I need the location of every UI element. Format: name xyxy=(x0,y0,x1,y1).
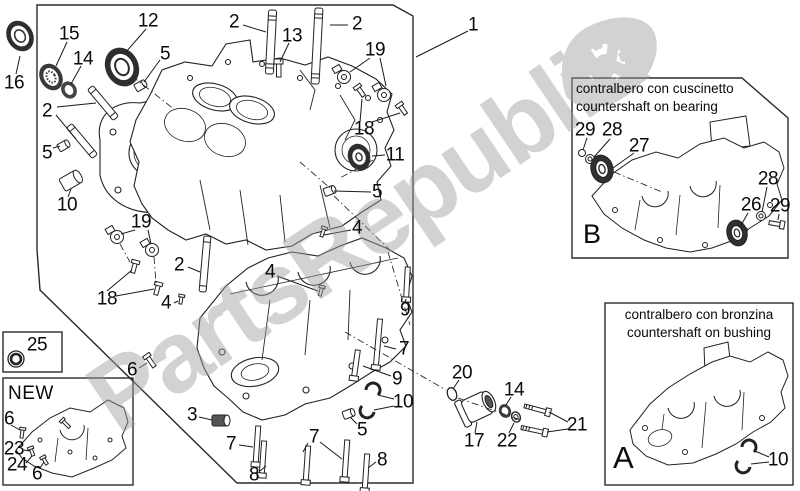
inset-a-border xyxy=(604,302,794,486)
inset-new-part-icons xyxy=(19,416,72,466)
callout-14: 14 xyxy=(503,379,525,401)
axis-dash-lines xyxy=(119,75,663,421)
callout-10: 10 xyxy=(392,391,414,413)
plug-5-icons xyxy=(56,79,356,420)
bushing-14-icon xyxy=(61,81,77,99)
bearing-shell-10-icons xyxy=(358,381,382,420)
callout-4: 4 xyxy=(160,292,172,314)
inset-a-shell-icons xyxy=(734,438,758,475)
watermark-gear-icon xyxy=(585,44,625,84)
callout-5: 5 xyxy=(41,142,53,164)
oring-25-icon xyxy=(7,350,25,368)
inset-a-caption-italian: contralbero con bronzina xyxy=(624,307,774,322)
leader-lines xyxy=(10,24,780,472)
bolt-13-icon xyxy=(273,58,284,78)
inset-b-caption-english: countershaft on bearing xyxy=(576,99,718,114)
callout-2: 2 xyxy=(228,11,240,33)
inset-b-part-icons xyxy=(578,149,786,247)
callout-5: 5 xyxy=(371,181,383,203)
callout-21: 21 xyxy=(566,414,588,436)
callout-2: 2 xyxy=(173,254,185,276)
callout-23: 23 xyxy=(3,438,25,460)
inset-b-letter: B xyxy=(583,219,602,249)
callout-2: 2 xyxy=(41,100,53,122)
needle-bearing-15-icon xyxy=(39,63,63,91)
callout-17: 17 xyxy=(463,430,485,452)
inset-new-border xyxy=(2,377,134,486)
callout-24: 24 xyxy=(6,454,28,476)
callout-18: 18 xyxy=(96,288,118,310)
callout-20: 20 xyxy=(451,362,473,384)
inset-b-caption-italian: contralbero con cuscinetto xyxy=(576,81,734,96)
callout-7: 7 xyxy=(398,338,410,360)
washer-22-icon xyxy=(510,411,522,423)
callout-4: 4 xyxy=(264,261,276,283)
inset-new-label: NEW xyxy=(8,383,54,404)
callout-5: 5 xyxy=(356,419,368,441)
callout-7: 7 xyxy=(225,433,237,455)
callout-6: 6 xyxy=(31,463,43,485)
inset-a-crankcase-drawing xyxy=(629,341,789,466)
callout-9: 9 xyxy=(399,299,411,321)
callout-3: 3 xyxy=(186,404,198,426)
callout-6: 6 xyxy=(126,359,138,381)
bearing-16-icon xyxy=(6,20,34,52)
callout-14: 14 xyxy=(72,48,94,70)
callout-8: 8 xyxy=(376,449,388,471)
tiny-bolt-4-icons xyxy=(177,225,329,305)
callout-9: 9 xyxy=(391,368,403,390)
plug-3-icon xyxy=(211,414,231,427)
callout-11: 11 xyxy=(385,144,405,166)
callout-1: 1 xyxy=(467,14,479,36)
callout-10: 10 xyxy=(56,194,78,216)
oil-seal-11-icon xyxy=(347,143,371,171)
inset-oring-border xyxy=(2,331,63,373)
callout-10: 10 xyxy=(767,449,789,471)
callout-18: 18 xyxy=(353,118,375,140)
stud-icons xyxy=(66,7,324,293)
inset-a-letter: A xyxy=(613,440,634,475)
sensor-19-icons-mid xyxy=(104,224,164,296)
callout-13: 13 xyxy=(281,25,303,47)
pump-housing-17-icon xyxy=(454,390,497,428)
callout-5: 5 xyxy=(159,43,171,65)
callout-2: 2 xyxy=(351,13,363,35)
bolt-6-icon xyxy=(141,351,157,369)
callout-16: 16 xyxy=(3,72,25,94)
bolt-21-icons xyxy=(520,403,553,438)
callout-28: 28 xyxy=(757,168,779,190)
callout-19: 19 xyxy=(130,211,152,233)
upper-crankcase-drawing xyxy=(98,39,395,251)
watermark-logo-swoosh xyxy=(561,17,657,108)
bearing-12-icon xyxy=(104,47,140,87)
bushing-14b-icon xyxy=(498,404,512,418)
callout-15: 15 xyxy=(58,23,80,45)
callout-12: 12 xyxy=(137,10,159,32)
callout-26: 26 xyxy=(740,194,762,216)
bushing-10-icon xyxy=(58,169,83,192)
callout-25: 25 xyxy=(26,334,48,356)
callout-29: 29 xyxy=(769,195,791,217)
callout-29: 29 xyxy=(574,119,596,141)
inset-a-caption-english: countershaft on bushing xyxy=(626,325,772,340)
main-figure-border xyxy=(36,4,414,484)
callout-6: 6 xyxy=(3,408,15,430)
callout-27: 27 xyxy=(628,135,650,157)
callout-28: 28 xyxy=(601,119,623,141)
callout-4: 4 xyxy=(351,217,363,239)
callout-22: 22 xyxy=(496,430,518,452)
lower-crankcase-drawing xyxy=(196,237,413,421)
long-bolt-icons xyxy=(250,266,412,491)
callout-7: 7 xyxy=(308,426,320,448)
oring-20-icon xyxy=(446,387,458,401)
sensor-19-icons-top xyxy=(331,63,409,116)
inset-b-border xyxy=(571,77,789,259)
callout-8: 8 xyxy=(248,464,260,486)
callout-19: 19 xyxy=(364,39,386,61)
